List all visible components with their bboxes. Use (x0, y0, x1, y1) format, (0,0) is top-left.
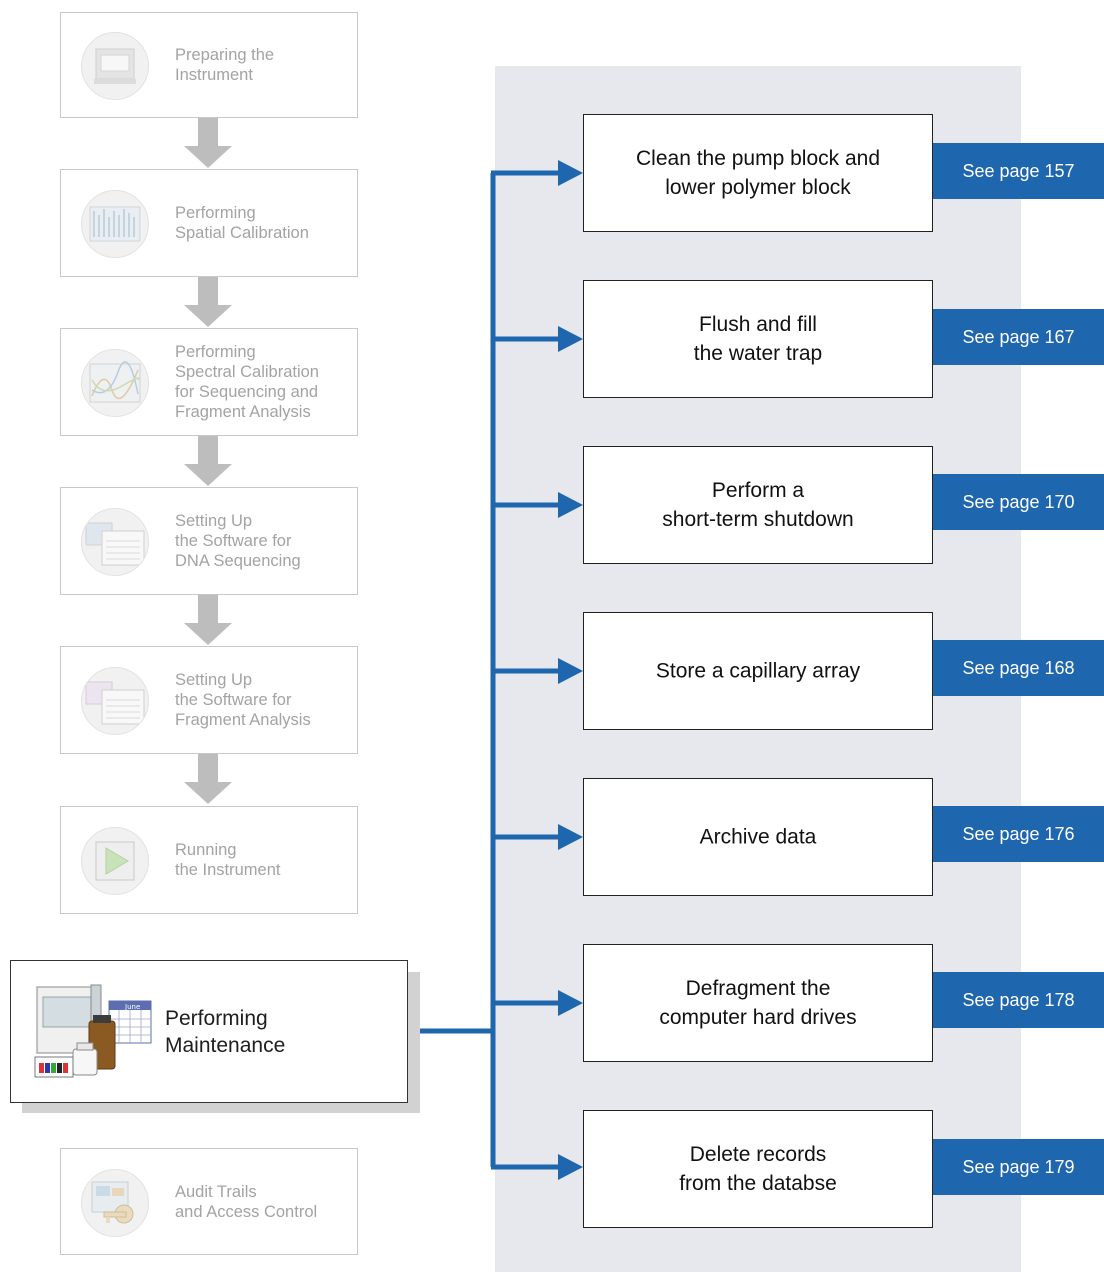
step-label: Setting Up the Software for Fragment Ana… (175, 671, 311, 729)
step-spectral-calibration[interactable]: Performing Spectral Calibration for Sequ… (60, 328, 358, 436)
maintenance-icon: June (33, 979, 153, 1087)
task-delete-records: Delete records from the databse (583, 1110, 933, 1228)
task-flush-water-trap: Flush and fill the water trap (583, 280, 933, 398)
page-reference-link[interactable]: See page 157 (933, 143, 1104, 199)
step-software-sequencing[interactable]: Setting Up the Software for DNA Sequenci… (60, 487, 358, 595)
task-label: Store a capillary array (655, 659, 861, 683)
branch-arrow-icon (558, 824, 583, 850)
page-reference-link[interactable]: See page 167 (933, 309, 1104, 365)
step-running-instrument[interactable]: Running the Instrument (60, 806, 358, 914)
page-reference-link[interactable]: See page 178 (933, 972, 1104, 1028)
page-reference-link[interactable]: See page 176 (933, 806, 1104, 862)
page-reference-link[interactable]: See page 170 (933, 474, 1104, 530)
branch-arrow-icon (558, 160, 583, 186)
step-preparing-instrument[interactable]: Preparing the Instrument (60, 12, 358, 118)
software-sequencing-icon (81, 508, 149, 576)
instrument-icon (81, 32, 149, 100)
task-clean-pump-block: Clean the pump block and lower polymer b… (583, 114, 933, 232)
page-reference-link[interactable]: See page 179 (933, 1139, 1104, 1195)
branch-arrow-icon (558, 1154, 583, 1180)
flow-arrow-icon (184, 277, 232, 327)
step-label: Performing Spatial Calibration (175, 204, 309, 242)
key-icon (81, 1168, 149, 1237)
flow-arrow-icon (184, 595, 232, 645)
spatial-calibration-icon (81, 190, 149, 258)
task-store-capillary-array: Store a capillary array (583, 612, 933, 730)
step-label: Setting Up the Software for DNA Sequenci… (175, 512, 301, 570)
play-icon (81, 827, 149, 895)
flow-arrow-icon (184, 436, 232, 486)
step-software-fragment[interactable]: Setting Up the Software for Fragment Ana… (60, 646, 358, 754)
step-label: Performing Spectral Calibration for Sequ… (175, 343, 319, 421)
task-label: Defragment the computer hard drives (659, 977, 857, 1029)
task-label: Perform a short-term shutdown (662, 479, 854, 531)
task-label: Delete records from the databse (679, 1143, 837, 1195)
step-label: Performing Maintenance (165, 1006, 286, 1057)
spectral-calibration-icon (81, 349, 149, 417)
task-label: Flush and fill the water trap (693, 313, 823, 365)
task-label: Clean the pump block and lower polymer b… (636, 147, 880, 199)
step-label: Audit Trails and Access Control (175, 1182, 318, 1221)
step-performing-maintenance[interactable]: June Performing Maintenance (10, 960, 408, 1103)
task-label: Archive data (699, 825, 817, 849)
branch-arrow-icon (558, 990, 583, 1016)
step-spatial-calibration[interactable]: Performing Spatial Calibration (60, 169, 358, 277)
step-audit-trails[interactable]: Audit Trails and Access Control (60, 1148, 358, 1255)
step-label: Running the Instrument (175, 841, 281, 879)
page-reference-link[interactable]: See page 168 (933, 640, 1104, 696)
branch-arrow-icon (558, 326, 583, 352)
task-short-term-shutdown: Perform a short-term shutdown (583, 446, 933, 564)
flow-arrow-icon (184, 118, 232, 168)
flow-arrow-icon (184, 754, 232, 804)
software-fragment-icon (81, 667, 149, 735)
svg-text:June: June (124, 1003, 140, 1011)
branch-arrow-icon (558, 492, 583, 518)
branch-arrow-icon (558, 658, 583, 684)
task-defragment-drives: Defragment the computer hard drives (583, 944, 933, 1062)
step-label: Preparing the Instrument (175, 46, 275, 84)
task-archive-data: Archive data (583, 778, 933, 896)
